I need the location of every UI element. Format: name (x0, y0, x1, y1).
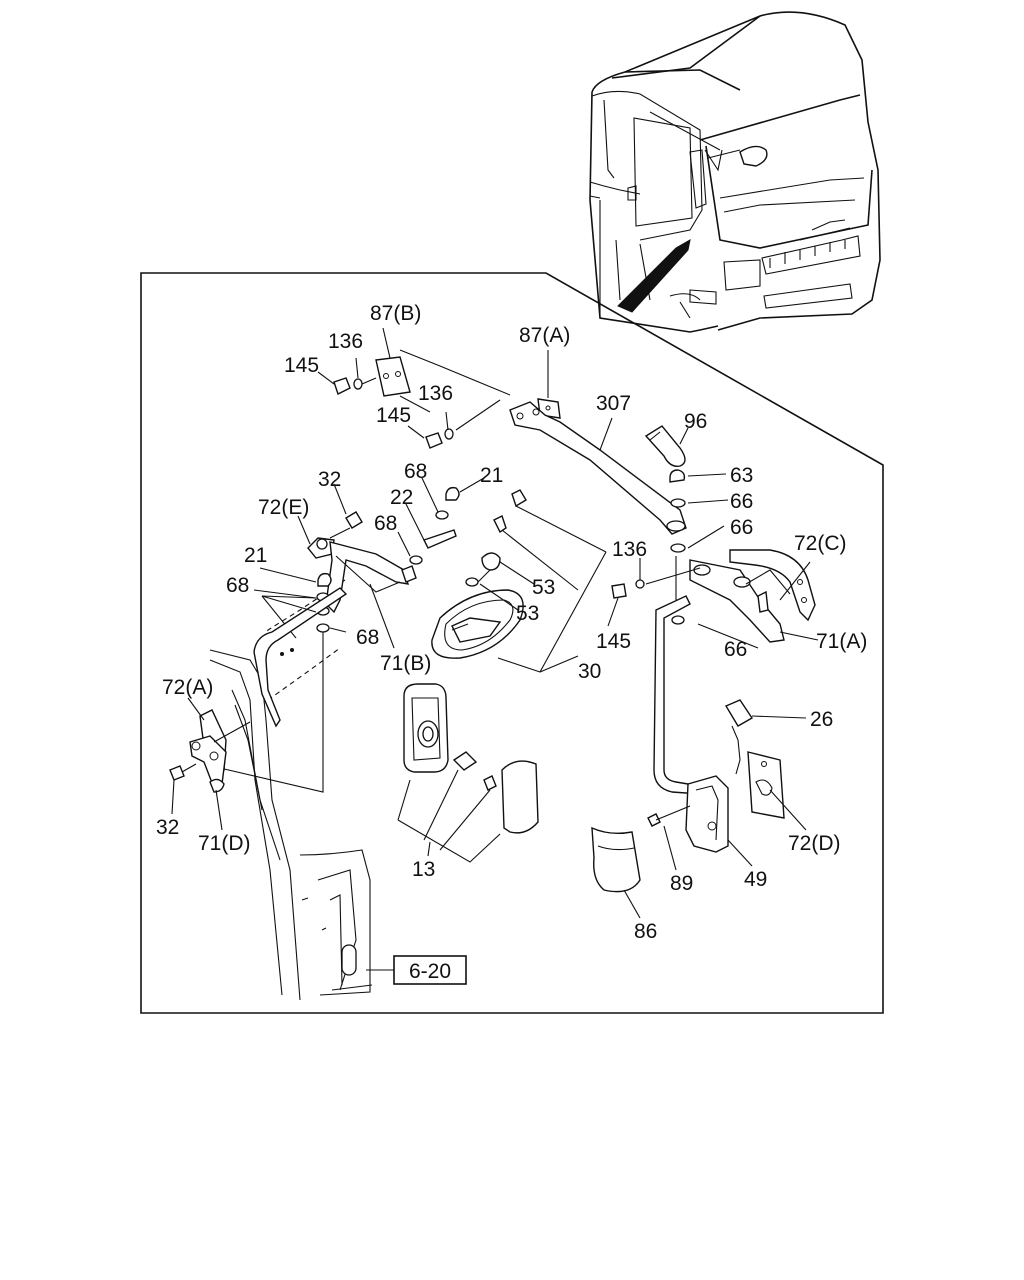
bolt-32-b (169, 765, 185, 781)
right-mirror-bracket (591, 699, 785, 893)
label-68-c: 68 (226, 574, 249, 597)
label-87a: 87(A) (519, 324, 570, 347)
cab-pillar-outline (209, 579, 373, 1001)
right-mirror-stay (611, 549, 816, 643)
label-26: 26 (810, 708, 833, 731)
label-136-c: 136 (612, 538, 647, 561)
bulb-96 (644, 425, 686, 467)
label-32-b: 32 (156, 816, 179, 839)
stay-71a (689, 559, 785, 643)
label-49: 49 (744, 868, 767, 891)
plate-72d (747, 751, 785, 819)
plate-72c (729, 549, 816, 622)
label-72a: 72(A) (162, 676, 213, 699)
detail-frame (140, 272, 884, 1014)
ball-53 (481, 552, 501, 571)
nut-21-b (445, 486, 460, 501)
label-13: 13 (412, 858, 435, 881)
label-87b: 87(B) (370, 302, 421, 325)
nut-145-c (611, 583, 627, 599)
label-32-a: 32 (318, 468, 341, 491)
label-30: 30 (578, 660, 601, 683)
clip-13 (452, 751, 478, 771)
label-307: 307 (596, 392, 631, 415)
label-21-a: 21 (480, 464, 503, 487)
label-72d: 72(D) (788, 832, 841, 855)
label-53-b: 53 (516, 602, 539, 625)
mirror-arm-right (653, 595, 701, 795)
label-145-b: 145 (376, 404, 411, 427)
label-89: 89 (670, 872, 693, 895)
label-136-b: 136 (418, 382, 453, 405)
label-71b: 71(B) (380, 652, 431, 675)
mirror-assembly (431, 489, 607, 673)
label-136-a: 136 (328, 330, 363, 353)
label-21-b: 21 (244, 544, 267, 567)
cover-86 (591, 826, 641, 893)
plate-87b (375, 356, 411, 397)
cap-63 (669, 469, 686, 483)
bolt-89 (647, 813, 661, 827)
label-72c: 72(C) (794, 532, 847, 555)
upper-stay-assembly (333, 349, 687, 535)
label-72e: 72(E) (258, 496, 309, 519)
connector-26 (724, 699, 753, 727)
label-63: 63 (730, 464, 753, 487)
truck-cab-illustration (589, 11, 881, 333)
part-labels: 87(B) 87(A) 136 145 136 145 307 96 63 66… (156, 302, 867, 943)
bolt-32-a (345, 511, 363, 529)
stay-71b (325, 541, 409, 614)
label-68-b: 68 (374, 512, 397, 535)
reference-label: 6-20 (409, 960, 451, 983)
mirror-arm-left (253, 587, 348, 728)
label-145-a: 145 (284, 354, 319, 377)
under-mirror-assembly (397, 683, 539, 863)
cover-13 (501, 760, 539, 834)
nut-21-a (317, 572, 332, 587)
bracket-49 (685, 775, 729, 853)
label-71d: 71(D) (198, 832, 251, 855)
reference-box: 6-20 (366, 955, 467, 985)
label-22: 22 (390, 486, 413, 509)
label-66-a: 66 (730, 490, 753, 513)
stay-307 (509, 401, 687, 535)
left-mirror-stay (219, 486, 460, 793)
left-lower-bracket (169, 709, 251, 793)
nut-145-b (425, 432, 443, 449)
label-68-a: 68 (404, 460, 427, 483)
label-96: 96 (684, 410, 707, 433)
leader-lines (171, 327, 819, 919)
label-53-a: 53 (532, 576, 555, 599)
label-68-d: 68 (356, 626, 379, 649)
screw-top (511, 489, 527, 508)
label-145-c: 145 (596, 630, 631, 653)
label-86: 86 (634, 920, 657, 943)
nut-145-a (333, 377, 351, 395)
label-71a: 71(A) (816, 630, 867, 653)
label-66-b: 66 (730, 516, 753, 539)
pin-22 (423, 529, 457, 549)
label-66-c: 66 (724, 638, 747, 661)
